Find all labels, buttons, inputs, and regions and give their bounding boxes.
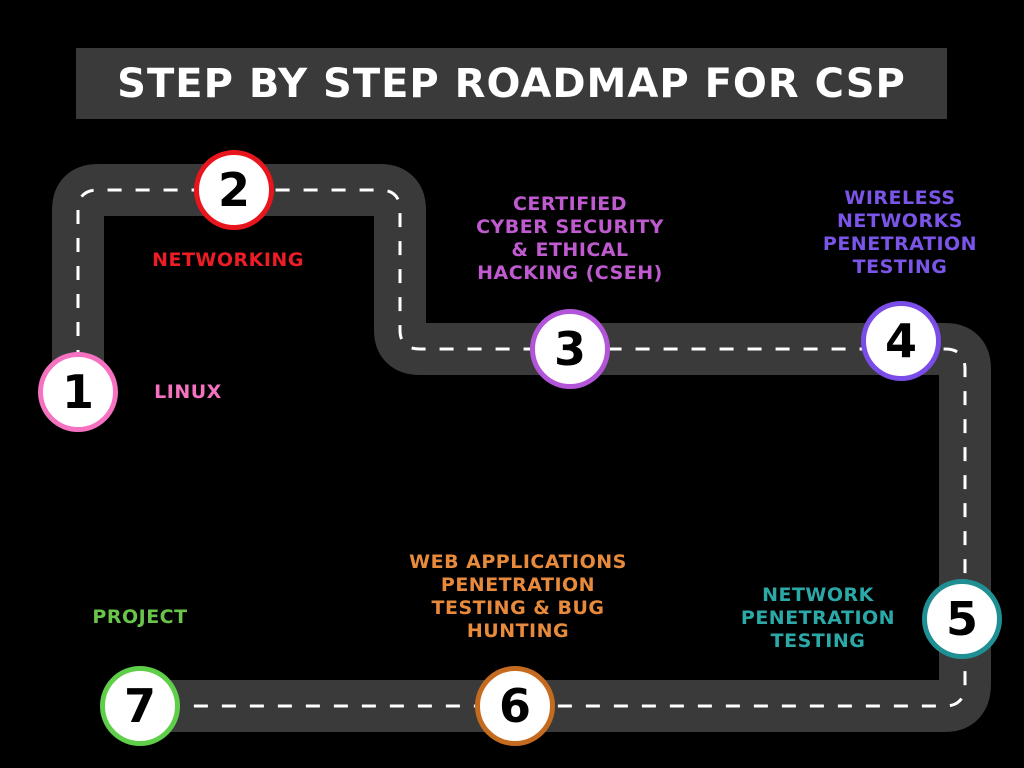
step-label-2: NETWORKING	[152, 249, 304, 271]
title-banner: STEP BY STEP ROADMAP FOR CSP	[76, 48, 947, 119]
step-label-1: LINUX	[154, 381, 222, 403]
step-node-4: 4	[861, 301, 941, 381]
step-node-7: 7	[100, 666, 180, 746]
step-node-5: 5	[922, 579, 1002, 659]
road-track	[52, 164, 991, 732]
step-node-1: 1	[38, 352, 118, 432]
page-title: STEP BY STEP ROADMAP FOR CSP	[117, 60, 906, 107]
step-label-7: PROJECT	[92, 606, 188, 628]
step-node-2: 2	[194, 150, 274, 230]
step-node-6: 6	[475, 666, 555, 746]
step-node-3: 3	[530, 309, 610, 389]
